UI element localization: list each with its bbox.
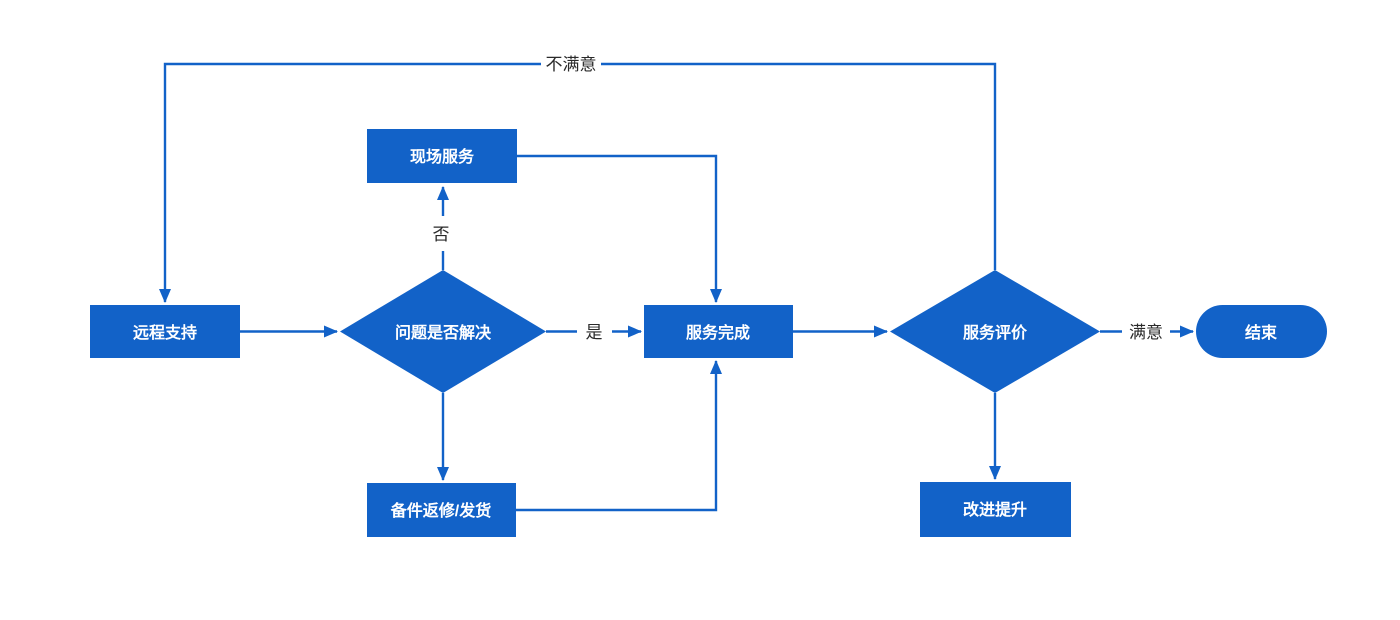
onsite-service-label: 现场服务 <box>410 147 475 166</box>
parts-repair-shipping-label: 备件返修/发货 <box>390 501 491 520</box>
edge-label-no: 否 <box>433 225 450 244</box>
service-evaluation-shape <box>890 270 1100 393</box>
service-complete-shape <box>644 305 793 358</box>
issue-resolved-label: 问题是否解决 <box>395 323 492 342</box>
edge-label-satisfied: 满意 <box>1129 323 1163 342</box>
remote-support-shape <box>90 305 240 358</box>
edge-feedback-left-segment <box>159 62 541 303</box>
parts-repair-shipping-shape <box>367 483 516 537</box>
edge-parts-to-complete <box>516 360 722 512</box>
service-evaluation-label: 服务评价 <box>963 323 1028 342</box>
edge-label-yes: 是 <box>586 323 603 342</box>
node-end: 结束 <box>1196 305 1327 358</box>
edge-feedback-right-segment <box>601 62 997 270</box>
service-complete-label: 服务完成 <box>686 323 750 342</box>
node-service-complete: 服务完成 <box>644 305 793 358</box>
improvement-shape <box>920 482 1071 537</box>
node-onsite-service: 现场服务 <box>367 129 517 183</box>
edge-label-unsatisfied: 不满意 <box>546 55 597 74</box>
remote-support-label: 远程支持 <box>133 323 197 342</box>
node-remote-support: 远程支持 <box>90 305 240 358</box>
node-parts-repair-shipping: 备件返修/发货 <box>367 483 516 537</box>
edge-onsite-to-complete <box>517 154 722 303</box>
issue-resolved-shape <box>340 270 546 393</box>
node-improvement: 改进提升 <box>920 482 1071 537</box>
node-service-evaluation-decision: 服务评价 <box>890 270 1100 393</box>
node-issue-resolved-decision: 问题是否解决 <box>340 270 546 393</box>
end-label: 结束 <box>1244 323 1278 342</box>
onsite-service-shape <box>367 129 517 183</box>
improvement-label: 改进提升 <box>963 500 1027 519</box>
end-shape <box>1196 305 1327 358</box>
